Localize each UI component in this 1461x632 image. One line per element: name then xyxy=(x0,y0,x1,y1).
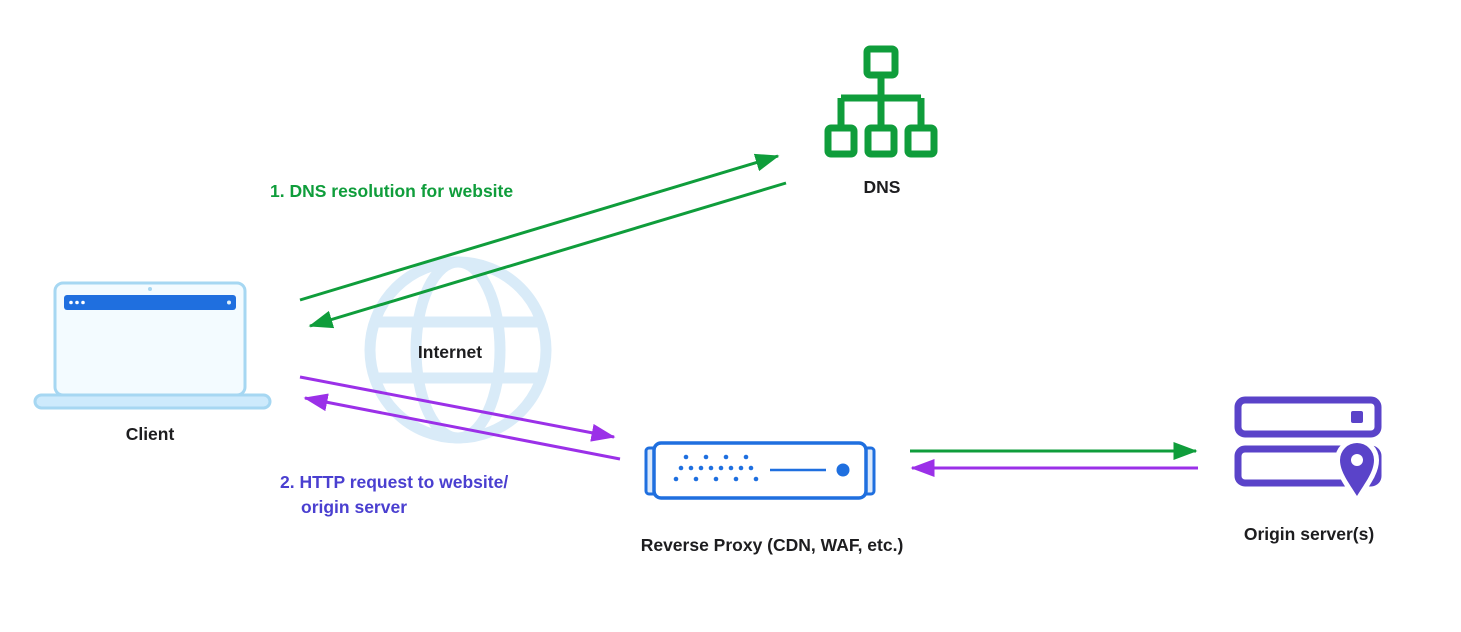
dns-label: DNS xyxy=(863,177,901,197)
internet-globe-icon xyxy=(364,256,552,444)
reverse-proxy-icon xyxy=(644,441,876,500)
dns-tree-icon xyxy=(824,45,938,158)
step1-annotation: 1. DNS resolution for website xyxy=(270,181,514,201)
origin-server-label: Origin server(s) xyxy=(1243,524,1375,544)
proxy-zigzag-dots xyxy=(673,454,759,482)
step2-annotation-line1: 2. HTTP request to website/ xyxy=(280,472,509,492)
step2-annotation-line2: origin server xyxy=(301,497,408,517)
arrow-client-to-dns xyxy=(299,153,780,302)
arrow-dns-to-client xyxy=(308,181,787,329)
arrow-client-to-proxy xyxy=(299,375,616,442)
arrow-proxy-to-client xyxy=(303,393,621,461)
internet-label: Internet xyxy=(417,342,483,362)
origin-server-icon xyxy=(1234,396,1382,506)
client-label: Client xyxy=(125,424,175,444)
client-laptop-icon xyxy=(33,281,272,410)
reverse-proxy-label: Reverse Proxy (CDN, WAF, etc.) xyxy=(640,535,904,555)
